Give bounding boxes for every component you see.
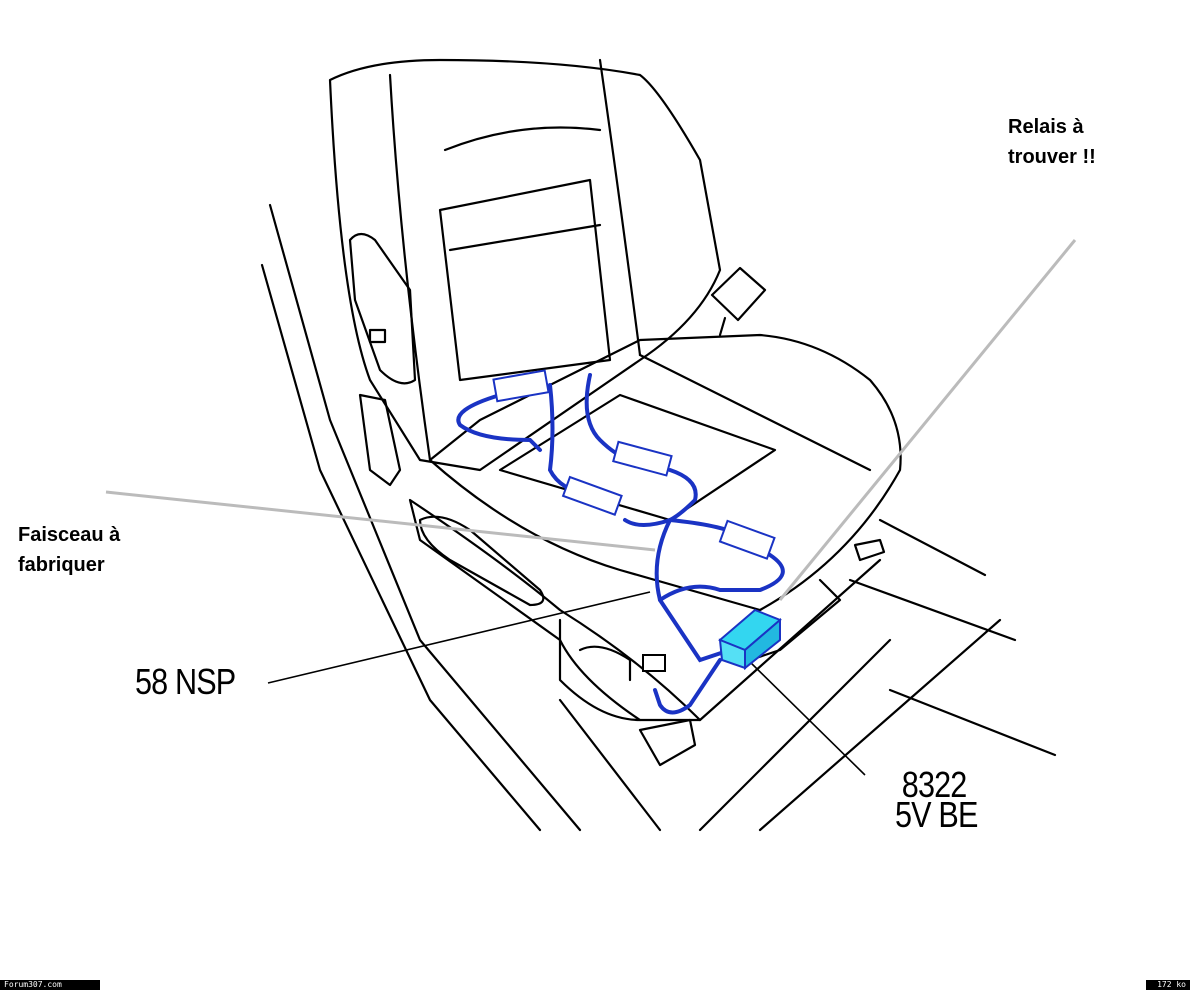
part-8322-line1: 8322 [901, 764, 968, 805]
58nsp-leader [267, 591, 651, 684]
harness-leader [105, 490, 656, 552]
seat-cushion [428, 333, 902, 612]
floor-line [268, 203, 582, 832]
relay-leader [778, 239, 1077, 601]
relay-label-line1: Relais à [1008, 116, 1084, 138]
connector-58nsp [642, 654, 666, 672]
part-8322-label: 8322 5V BE [895, 764, 978, 835]
harness-label: Faisceau à fabriquer [18, 520, 120, 580]
harness-label-line1: Faisceau à [18, 524, 121, 546]
footer-size: 172 ko [1146, 980, 1190, 990]
footer-site: Forum307.com [0, 980, 100, 990]
relay-label-line2: trouver !! [1008, 146, 1096, 168]
connectors [492, 369, 776, 560]
wiring-harness [456, 373, 785, 715]
harness-label-line2: fabriquer [18, 554, 105, 576]
8322-leader [747, 659, 866, 776]
relay-box [718, 608, 782, 671]
seat-back [328, 58, 722, 472]
part-8322-line2: 5V BE [895, 794, 978, 835]
relay-label: Relais à trouver !! [1008, 112, 1096, 172]
part-58nsp-label: 58 NSP [135, 661, 236, 702]
